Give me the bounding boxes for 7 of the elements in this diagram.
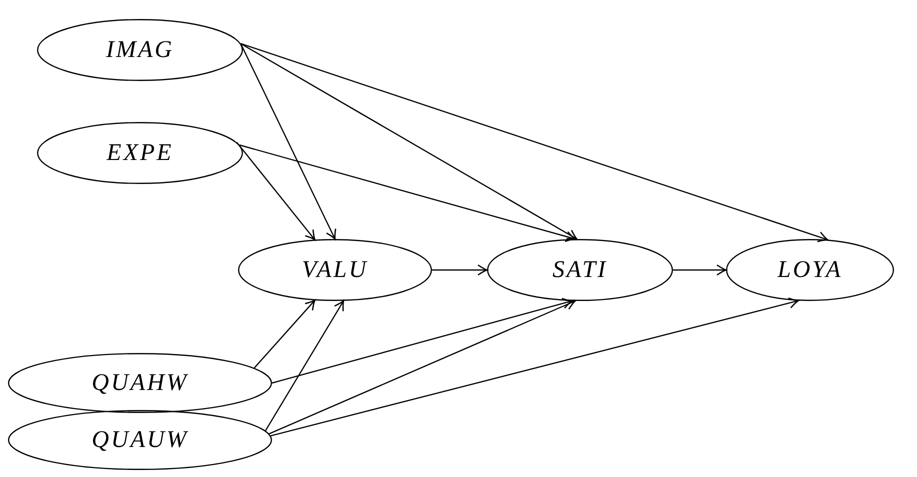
node-label: SATI bbox=[552, 256, 608, 284]
node-label: IMAG bbox=[106, 36, 174, 64]
node-label: QUAUW bbox=[92, 426, 188, 454]
node-label: QUAHW bbox=[92, 370, 188, 396]
node-label: EXPE bbox=[106, 140, 174, 166]
node-label: LOYA bbox=[777, 256, 842, 284]
node-label: VALU bbox=[302, 256, 368, 284]
